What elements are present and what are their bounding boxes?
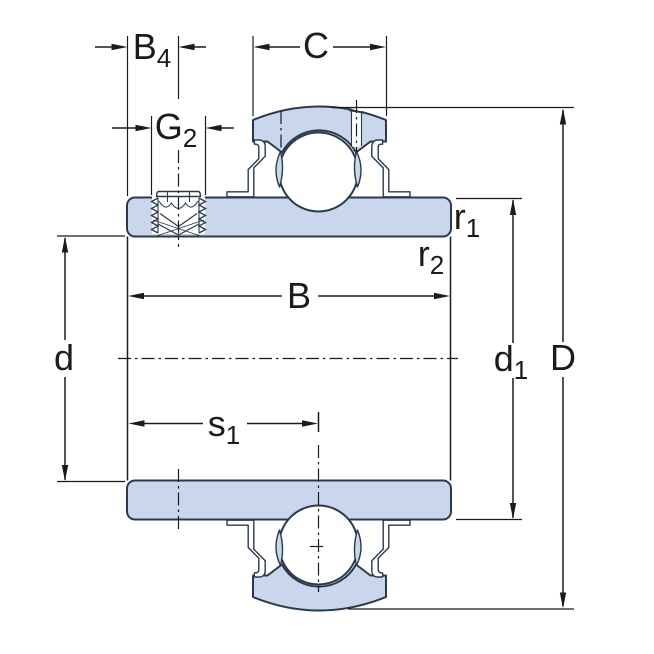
label-b: B (287, 275, 311, 316)
ball-centerline-bottom (310, 445, 327, 592)
dimension-b4: B4 (95, 26, 206, 196)
label-d1: d1 (494, 338, 529, 385)
dimension-g2: G2 (112, 106, 234, 195)
label-r1: r1 (454, 196, 480, 243)
bearing-bottom-half (127, 481, 451, 611)
lubrication-hole (348, 100, 365, 153)
dimension-D: D (332, 106, 576, 610)
thread-left (150, 197, 160, 234)
dimension-s1: s1 (128, 403, 320, 450)
label-b4: B4 (133, 26, 171, 73)
label-g2: G2 (155, 106, 197, 153)
screw-point (152, 213, 205, 237)
thread-right (197, 197, 207, 234)
label-c: C (303, 25, 329, 66)
dimension-c: C (252, 25, 388, 116)
label-r2: r2 (418, 233, 444, 280)
label-d: d (54, 337, 74, 378)
label-s1: s1 (208, 403, 240, 450)
label-D: D (550, 337, 576, 378)
set-screw (150, 150, 207, 247)
dimension-d1: d1 (456, 197, 529, 521)
dimension-b: B (128, 275, 450, 316)
dimension-d: d (54, 235, 125, 483)
